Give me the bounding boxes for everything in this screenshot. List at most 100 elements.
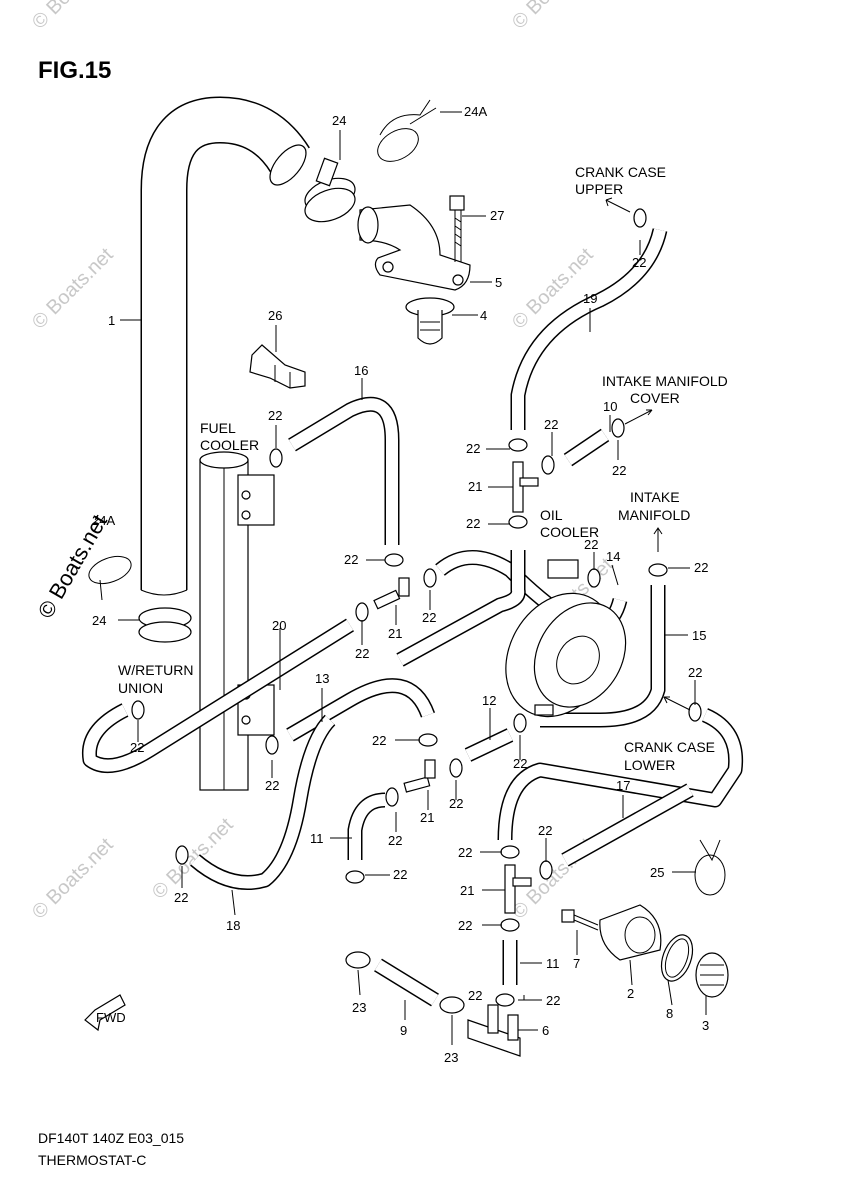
callout: 22 (130, 740, 144, 755)
w-return-union-label: UNION (118, 680, 163, 696)
hose-9 (374, 958, 439, 1007)
callout: 27 (490, 208, 504, 223)
callout: 22 (388, 833, 402, 848)
part-27-bolt (449, 195, 465, 262)
hose-13 (286, 678, 436, 742)
fuel-cooler (199, 451, 275, 791)
callout: 4 (480, 308, 487, 323)
callout: 22 (344, 552, 358, 567)
callout: 22 (422, 610, 436, 625)
callout: 10 (603, 399, 617, 414)
intake-manifold-cover-label: COVER (630, 390, 680, 406)
part-6-union (467, 1004, 521, 1057)
callout: 26 (268, 308, 282, 323)
callout: 2 (627, 986, 634, 1001)
hose-10 (563, 428, 610, 467)
hose-11-left (347, 792, 386, 860)
fwd-label: FWD (96, 1010, 126, 1025)
part-5-thermostat-cover (357, 204, 471, 291)
crank-case-lower-label: LOWER (624, 757, 675, 773)
callout: 14 (606, 549, 620, 564)
callout: 22 (355, 646, 369, 661)
callout: 11 (546, 956, 560, 971)
part-25-clip (694, 839, 726, 896)
part-14-oil-cooler (505, 559, 627, 718)
callout: 8 (666, 1006, 673, 1021)
callout: 13 (315, 671, 329, 686)
annotations: FUEL COOLER CRANK CASE UPPER INTAKE MANI… (118, 164, 728, 773)
callout: 11 (310, 831, 324, 846)
section-name: THERMOSTAT-C (38, 1152, 146, 1168)
fuel-cooler-label: FUEL (200, 420, 236, 436)
crank-case-upper-label: UPPER (575, 181, 623, 197)
callout: 22 (393, 867, 407, 882)
watermark: © Boats.net (28, 834, 118, 924)
callout: 22 (174, 890, 188, 905)
crank-case-upper-label: CRANK CASE (575, 164, 666, 180)
direction-arrows (605, 197, 691, 711)
part-2-housing (599, 904, 662, 961)
callout: 22 (449, 796, 463, 811)
hose-19 (510, 228, 668, 430)
callout: 6 (542, 1023, 549, 1038)
watermark: © Boats.net (148, 814, 238, 904)
callout: 22 (546, 993, 560, 1008)
callout: 22 (544, 417, 558, 432)
callout: 23 (444, 1050, 458, 1065)
part-4-thermostat (405, 297, 455, 345)
callout: 22 (268, 408, 282, 423)
model-code: DF140T 140Z E03_015 (38, 1130, 184, 1146)
watermark: © Boats.net (508, 0, 598, 34)
callout: 24 (92, 613, 106, 628)
callout: 19 (583, 291, 597, 306)
callout: 22 (466, 441, 480, 456)
callout: 22 (466, 516, 480, 531)
intake-manifold-label: MANIFOLD (618, 507, 690, 523)
part-24-clamp-left (138, 607, 192, 643)
callout: 23 (352, 1000, 366, 1015)
watermark-layer: © Boats.net © Boats.net © Boats.net © Bo… (28, 0, 618, 924)
callout: 24A (92, 513, 115, 528)
callout: 22 (584, 537, 598, 552)
part-24a-spring-clamp (377, 99, 437, 162)
callouts: 24A 24 27 5 4 1 26 16 22 22 19 10 22 22 … (92, 104, 709, 1065)
part-8-oring (660, 934, 694, 982)
crank-case-lower-label: CRANK CASE (624, 739, 715, 755)
part-24a-spring-clamp-left (88, 555, 132, 601)
hose-15 (540, 585, 666, 728)
callout: 16 (354, 363, 368, 378)
callout: 17 (616, 778, 630, 793)
part-21-tee-fittings (373, 461, 554, 914)
w-return-union-label: W/RETURN (118, 662, 193, 678)
intake-manifold-label: INTAKE (630, 489, 680, 505)
callout: 21 (388, 626, 402, 641)
callout: 22 (468, 988, 482, 1003)
part-26-bracket (249, 344, 306, 389)
callout: 22 (538, 823, 552, 838)
watermark: © Boats.net (28, 244, 118, 334)
hose-20 (81, 618, 354, 774)
callout: 3 (702, 1018, 709, 1033)
callout: 22 (372, 733, 386, 748)
leader-lines (118, 111, 707, 1045)
intake-manifold-cover-label: INTAKE MANIFOLD (602, 373, 728, 389)
hose-12 (464, 728, 514, 762)
callout: 22 (688, 665, 702, 680)
hose-crank-lower (497, 708, 744, 841)
callout: 15 (692, 628, 706, 643)
callout: 24A (464, 104, 487, 119)
hose-16 (288, 396, 400, 545)
callout: 25 (650, 865, 664, 880)
callout: 7 (573, 956, 580, 971)
callout: 22 (458, 845, 472, 860)
part-1-hose (140, 96, 310, 596)
callout: 21 (420, 810, 434, 825)
oil-cooler-label: OIL (540, 507, 563, 523)
oil-cooler-label: COOLER (540, 524, 599, 540)
callout: 22 (458, 918, 472, 933)
callout: 12 (482, 693, 496, 708)
part-7-bolt (561, 909, 599, 931)
fuel-cooler-label: COOLER (200, 437, 259, 453)
callout: 1 (108, 313, 115, 328)
